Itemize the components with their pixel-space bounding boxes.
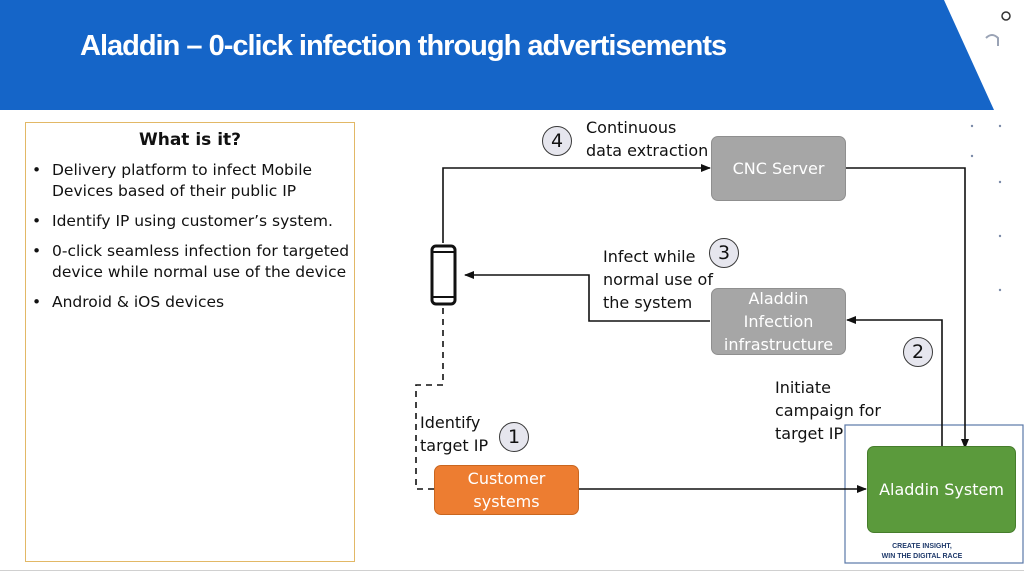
arrow-aladdin-to-infection	[846, 316, 943, 448]
step-1-badge: 1	[499, 422, 529, 452]
step-2-badge: 2	[903, 337, 933, 367]
bullet-item: Android & iOS devices	[32, 292, 354, 313]
customer-systems-label: Customer systems	[467, 469, 546, 511]
bottom-divider	[0, 570, 1024, 571]
corner-decoration	[944, 0, 1024, 292]
bullet-list: Delivery platform to infect Mobile Devic…	[26, 160, 354, 313]
bullet-item: 0-click seamless infection for targeted …	[32, 241, 354, 283]
aladdin-system-box: Aladdin System	[867, 446, 1016, 533]
arrow-phone-to-cnc	[442, 164, 711, 243]
arrow-cnc-to-aladdin	[846, 167, 969, 449]
step-4-badge: 4	[542, 126, 572, 156]
panel-heading: What is it?	[138, 130, 242, 150]
cnc-server-label: CNC Server	[732, 159, 825, 178]
step-4-label: Continuous data extraction	[586, 118, 709, 160]
bullet-item: Delivery platform to infect Mobile Devic…	[32, 160, 354, 202]
footer-line-2: WIN THE DIGITAL RACE	[881, 553, 963, 560]
page-title: Aladdin – 0-click infection through adve…	[80, 30, 727, 62]
footer-line-1: CREATE INSIGHT,	[892, 543, 952, 550]
step-1-label: Identify target IP	[420, 413, 489, 455]
dashed-link-customer-phone	[415, 307, 444, 490]
bullet-item: Identify IP using customer’s system.	[32, 211, 354, 232]
cnc-server-box: CNC Server	[711, 136, 846, 201]
infection-infrastructure-label: Aladdin Infection infrastructure	[723, 289, 834, 354]
footer-tagline: CREATE INSIGHT, WIN THE DIGITAL RACE	[862, 542, 982, 562]
header-banner: Aladdin – 0-click infection through adve…	[0, 0, 1024, 110]
step-2-label: Initiate campaign for target IP	[775, 378, 881, 443]
infection-infrastructure-box: Aladdin Infection infrastructure	[711, 288, 846, 355]
step-3-badge: 3	[709, 238, 739, 268]
what-is-it-panel: What is it? Delivery platform to infect …	[25, 122, 355, 562]
aladdin-system-label: Aladdin System	[879, 480, 1004, 499]
arrow-infection-to-phone	[464, 271, 710, 322]
step-3-label: Infect while normal use of the system	[603, 247, 713, 312]
customer-systems-box: Customer systems	[434, 465, 579, 515]
aladdin-system-frame	[844, 424, 1024, 564]
mobile-phone-icon	[430, 244, 457, 306]
